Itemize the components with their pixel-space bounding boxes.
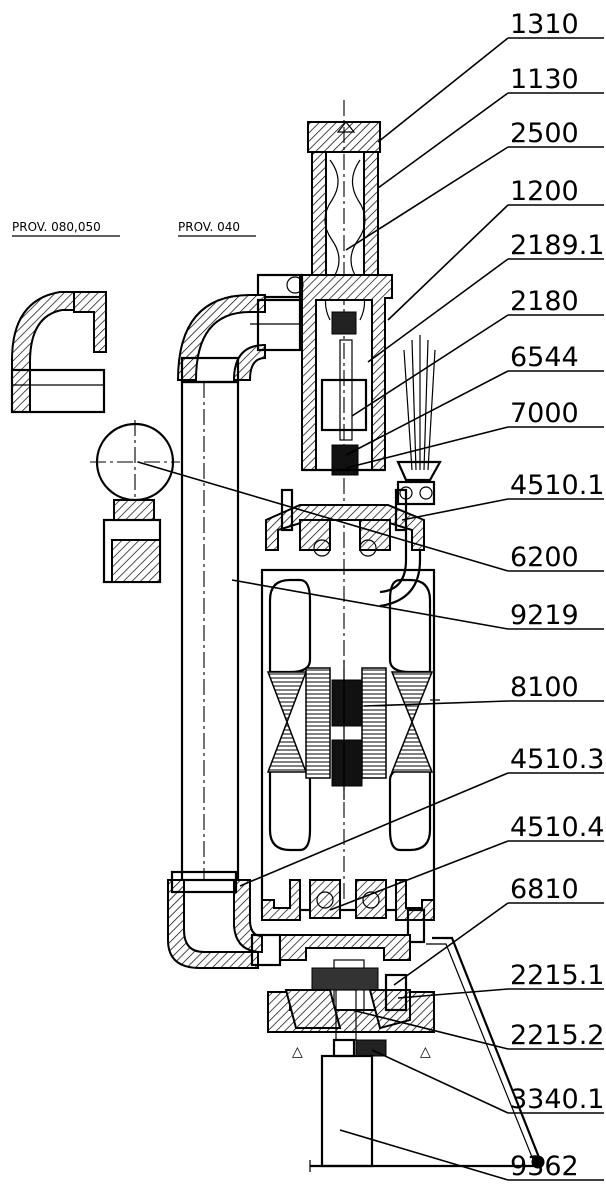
part-number-label: 2215.1 <box>510 960 604 991</box>
part-callout: 4510.4 <box>329 812 604 911</box>
part-callout: 2180 <box>351 286 604 417</box>
part-callout: 4510.3 <box>239 744 604 887</box>
leader-line <box>345 370 509 456</box>
variant-labels: PROV. 080,050 PROV. 040 <box>12 220 256 237</box>
part-number-label: 1200 <box>510 176 579 207</box>
leader-line <box>345 426 509 469</box>
leader-line <box>377 92 509 189</box>
leader-line <box>137 461 509 572</box>
part-number-label: 1310 <box>510 9 579 40</box>
part-callout: 2500 <box>345 118 604 251</box>
part-number-label: 4510.3 <box>510 744 604 775</box>
part-callout: 2215.1 <box>397 960 604 999</box>
leader-line <box>351 314 509 417</box>
part-callout: 6544 <box>345 342 604 456</box>
leader-line <box>363 700 509 707</box>
variant-valve <box>90 420 180 584</box>
leader-line <box>351 1009 509 1050</box>
part-number-label: 3340.1 <box>510 1084 604 1115</box>
part-number-label: 6810 <box>510 874 579 905</box>
variant-label-right: PROV. 040 <box>178 220 240 234</box>
part-callout: 7000 <box>345 398 604 469</box>
leader-line <box>231 579 509 630</box>
part-callout: 1200 <box>387 176 604 321</box>
leader-line <box>397 988 509 999</box>
part-number-label: 1130 <box>510 64 579 95</box>
part-number-label: 9362 <box>510 1151 579 1182</box>
part-labels: 1310 1130 2500 1200 2189.1 2180 6544 7000 4510.1… <box>137 9 604 1182</box>
leader-line <box>393 902 509 986</box>
leader-line <box>239 772 509 887</box>
svg-text:△: △ <box>420 1044 431 1060</box>
part-callout: 1130 <box>377 64 604 189</box>
part-number-label: 4510.4 <box>510 812 604 843</box>
part-callout: 8100 <box>363 672 604 707</box>
leader-line <box>345 146 509 251</box>
leader-line <box>377 37 509 143</box>
leader-line <box>339 1129 509 1181</box>
part-number-label: 9219 <box>510 600 579 631</box>
part-number-label: 4510.1 <box>510 470 604 501</box>
part-callout: 4510.1 <box>401 470 604 521</box>
part-number-label: 8100 <box>510 672 579 703</box>
part-callout: 6810 <box>393 874 604 986</box>
part-callout: 6200 <box>137 461 604 573</box>
part-callout: 2189.1 <box>367 230 604 363</box>
svg-text:△: △ <box>292 1044 303 1060</box>
part-number-label: 6200 <box>510 542 579 573</box>
part-callout: 3340.1 <box>371 1049 604 1115</box>
cable-bundle <box>379 335 442 608</box>
part-callout: 9219 <box>231 579 604 631</box>
part-callout: 9362 <box>339 1129 604 1182</box>
pump-section: △ △ <box>267 967 435 1060</box>
leader-line <box>367 258 509 363</box>
leader-line <box>371 1049 509 1114</box>
pump-head <box>256 273 393 476</box>
part-callout: 2215.2 <box>351 1009 604 1051</box>
leader-line <box>329 840 509 911</box>
part-number-label: 2215.2 <box>510 1020 604 1051</box>
part-number-label: 2500 <box>510 118 579 149</box>
part-number-label: 2189.1 <box>510 230 604 261</box>
leader-line <box>387 204 509 321</box>
lower-bearing <box>261 879 435 1011</box>
leader-line <box>401 498 509 521</box>
variant-elbow <box>10 291 107 414</box>
part-number-label: 6544 <box>510 342 579 373</box>
variant-label-left: PROV. 080,050 <box>12 220 101 234</box>
part-number-label: 7000 <box>510 398 579 429</box>
motor-body <box>260 568 440 912</box>
stand <box>309 936 545 1172</box>
bypass-pipe <box>167 294 302 969</box>
part-callout: 1310 <box>377 9 604 143</box>
upper-bearing <box>265 488 425 557</box>
part-number-label: 2180 <box>510 286 579 317</box>
